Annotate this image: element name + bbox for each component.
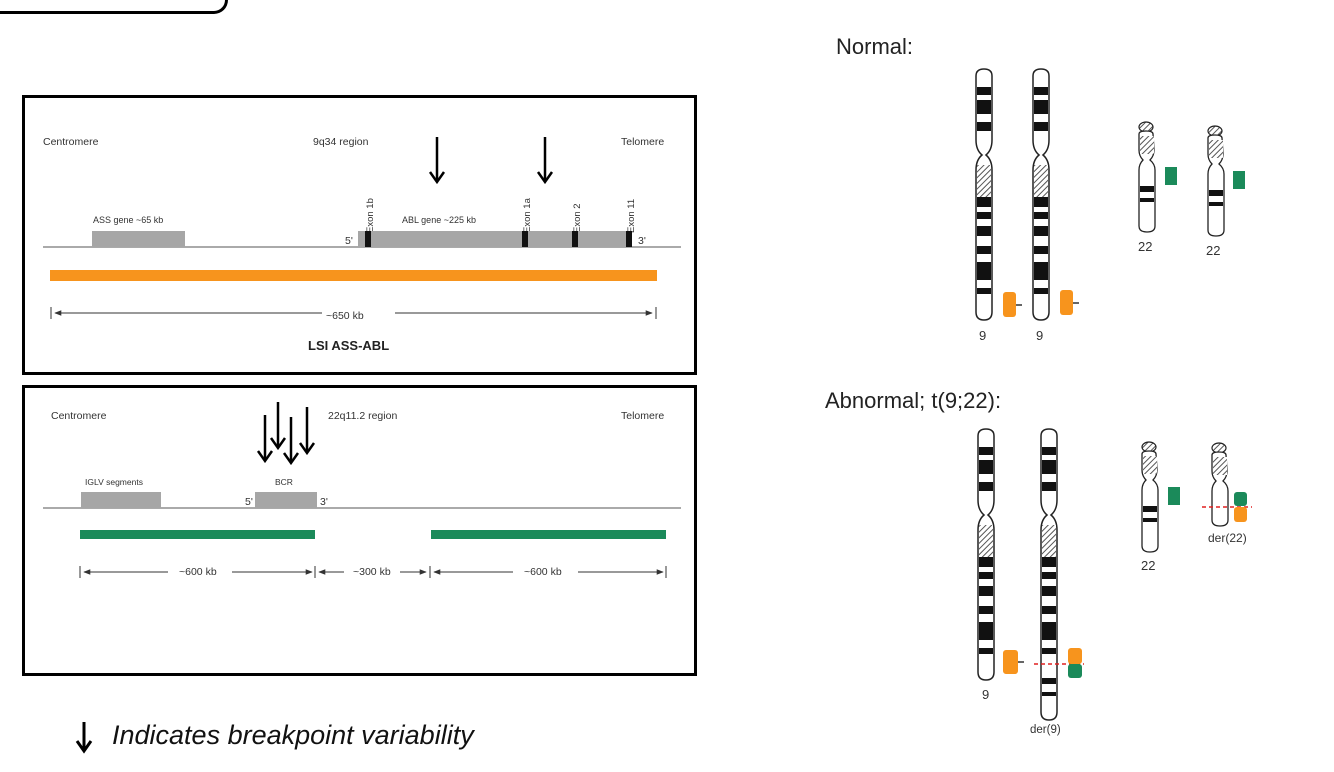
chromosome-9-normal-b [1032,68,1050,321]
exon-1b-mark [365,231,371,247]
five-prime-label-2: 5' [245,496,253,508]
chromosome-label: 9 [979,328,987,343]
probe-name-label: LSI ASS-ABL [308,338,390,353]
bcr-signal-green [1168,487,1180,505]
breakpoint-arrow-icon [536,137,554,185]
ass-gene-box [92,231,185,247]
chromosome-label: 22 [1141,558,1156,573]
abl-signal-orange [1068,648,1082,664]
iglv-label: IGLV segments [85,477,143,487]
breakpoint-arrow-icon [428,137,446,185]
centromere-label-2: Centromere [51,410,107,422]
legend-arrow-icon [75,722,93,754]
telomere-label: Telomere [621,136,665,148]
chromosome-label: der(9) [1030,724,1061,736]
chromosome-der9 [1040,428,1058,721]
chromosome-9-normal-a [975,68,993,321]
breakpoint-arrow-icon [282,417,300,466]
chromosome-label: 9 [1036,328,1044,343]
iglv-box [81,492,161,508]
ass-gene-label: ASS gene ~65 kb [93,215,164,225]
chromosome-22-abnormal [1141,441,1159,553]
exon-1a-mark [522,231,528,247]
chromosome-label: 22 [1138,239,1153,254]
exon-11-mark [626,231,632,247]
breakpoint-arrow-icon [256,415,274,464]
chromosome-22-normal-b [1207,125,1225,237]
region-label: 9q34 region [313,136,369,148]
abl-signal-orange [1003,650,1018,674]
three-prime-label: 3' [638,235,646,247]
centromere-label: Centromere [43,136,99,148]
breakpoint-arrow-icon [269,402,287,451]
chromosome-label: der(22) [1208,531,1247,545]
abnormal-heading: Abnormal; t(9;22): [825,388,1002,413]
green-probe-bar-left [80,530,315,539]
exon-2-mark [572,231,578,247]
span-650-label: ~650 kb [322,310,368,322]
telomere-label-2: Telomere [621,410,665,422]
chromosome-der22 [1211,442,1229,527]
chromosome-label: 9 [982,687,990,702]
abl-signal-orange [1003,292,1016,317]
legend-text: Indicates breakpoint variability [112,720,474,750]
chromosome-9-abnormal [977,428,995,681]
abl-gene-label: ABL gene ~225 kb [402,215,476,225]
abl-signal-orange [1060,290,1073,315]
bcr-signal-green [1068,664,1082,678]
orange-probe-bar [50,270,657,281]
three-prime-label-2: 3' [320,496,328,508]
five-prime-label: 5' [345,235,353,247]
span-600-left-label: ~600 kb [175,566,221,578]
bcr-signal-green [1165,167,1177,185]
abl-signal-orange [1234,507,1247,522]
span-600-right-label: ~600 kb [520,566,566,578]
bcr-signal-green [1234,492,1247,506]
span-300-label: ~300 kb [349,566,395,578]
chromosome-label: 22 [1206,243,1221,258]
normal-heading: Normal: [836,34,914,59]
chromosome-22-normal-a [1138,121,1156,233]
breakpoint-arrow-icon [298,407,316,456]
bcr-signal-green [1233,171,1245,189]
bcr-label: BCR [275,477,293,487]
green-probe-bar-right [431,530,666,539]
bcr-box [255,492,317,508]
abl-gene-box [358,231,628,247]
region-label-2: 22q11.2 region [328,410,398,422]
